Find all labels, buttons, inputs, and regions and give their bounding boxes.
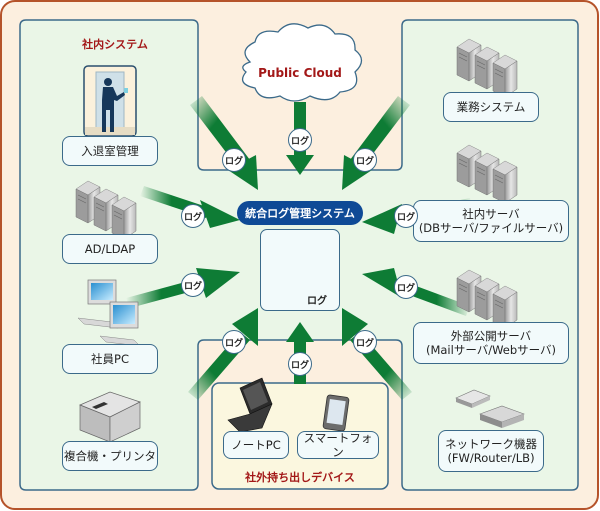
node-label: ノートPC <box>231 438 281 452</box>
node-label: 社員PC <box>91 352 129 366</box>
node-public-server[interactable]: 外部公開サーバ(Mailサーバ/Webサーバ) <box>413 322 569 364</box>
node-label: スマートフォン <box>303 431 373 459</box>
node-sublabel: (DBサーバ/ファイルサーバ) <box>418 221 564 235</box>
integrated-log-system-title: 統合ログ管理システム <box>237 201 363 225</box>
laptop-icon <box>227 377 273 433</box>
log-badge-network: ログ <box>353 330 377 354</box>
log-badge-public-server: ログ <box>394 275 418 299</box>
log-badge-ad: ログ <box>181 204 205 228</box>
log-badge-entry: ログ <box>222 148 246 172</box>
public-cloud-shape <box>241 23 363 102</box>
node-label: 入退室管理 <box>81 144 139 158</box>
node-network-device[interactable]: ネットワーク機器(FW/Router/LB) <box>438 430 544 472</box>
node-label: 複合機・プリンタ <box>64 449 156 463</box>
integrated-log-server[interactable]: ログ <box>260 229 340 311</box>
core-log-label: ログ <box>307 296 327 307</box>
node-label: AD/LDAP <box>84 242 136 256</box>
log-badge-business: ログ <box>353 148 377 172</box>
network-device-icon <box>455 389 525 428</box>
log-badge-pc: ログ <box>181 273 205 297</box>
node-laptop[interactable]: ノートPC <box>223 431 289 459</box>
log-badge-cloud: ログ <box>288 128 312 152</box>
node-business-system[interactable]: 業務システム <box>443 92 539 122</box>
printer-icon <box>79 391 141 443</box>
node-label: 外部公開サーバ <box>450 329 532 343</box>
node-printer[interactable]: 複合機・プリンタ <box>62 441 158 471</box>
node-internal-server[interactable]: 社内サーバ(DBサーバ/ファイルサーバ) <box>413 200 569 242</box>
node-entry-management[interactable]: 入退室管理 <box>62 136 158 166</box>
node-sublabel: (FW/Router/LB) <box>447 451 535 465</box>
node-smartphone[interactable]: スマートフォン <box>297 431 379 459</box>
log-badge-internal-server: ログ <box>394 204 418 228</box>
door-access-icon <box>83 65 137 137</box>
node-ad-ldap[interactable]: AD/LDAP <box>62 234 158 264</box>
mobile-device-title: 社外持ち出しデバイス <box>245 471 355 484</box>
node-sublabel: (Mailサーバ/Webサーバ) <box>425 343 557 357</box>
internal-system-title: 社内システム <box>82 38 148 51</box>
log-badge-smartphone: ログ <box>288 352 312 376</box>
node-label: 業務システム <box>456 100 526 114</box>
node-label: 社内サーバ <box>462 207 520 221</box>
node-employee-pc[interactable]: 社員PC <box>62 344 158 374</box>
public-cloud-label: Public Cloud <box>258 66 342 80</box>
log-badge-laptop: ログ <box>222 330 246 354</box>
tablet-icon <box>322 394 350 432</box>
node-label: ネットワーク機器 <box>445 437 537 451</box>
desktop-pc-icon <box>77 279 141 347</box>
